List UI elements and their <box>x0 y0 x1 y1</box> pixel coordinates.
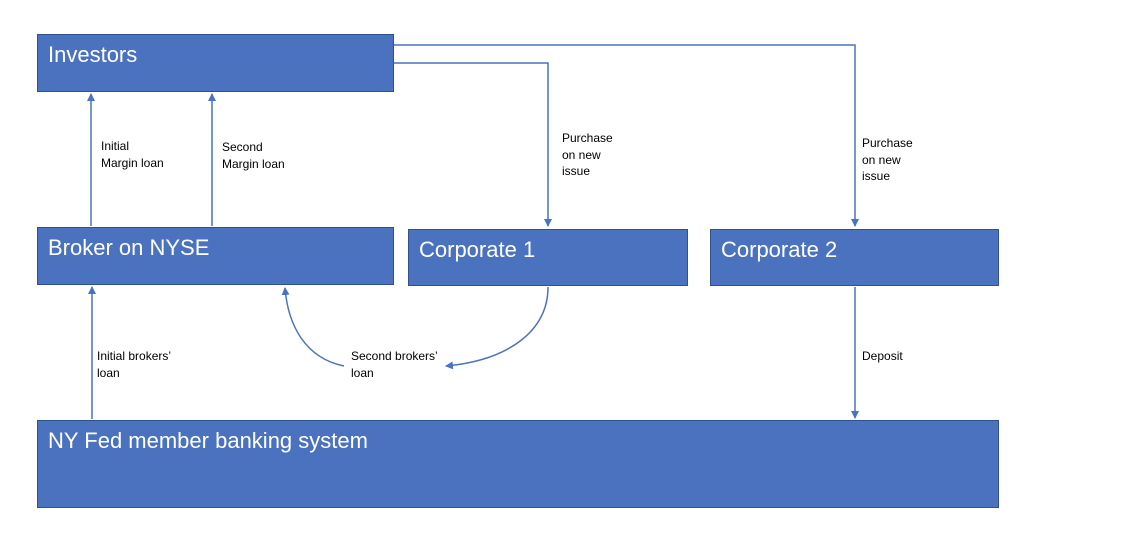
corporate-2-label: Corporate 2 <box>721 237 838 262</box>
arrow-corporate1-to-second-brokers-loan <box>445 286 549 370</box>
purchase-corporate-1-label: Purchase on new issue <box>562 131 613 178</box>
broker-node: Broker on NYSE <box>37 227 394 285</box>
nyfed-label: NY Fed member banking system <box>48 428 368 453</box>
purchase-corporate-2-label: Purchase on new issue <box>862 136 913 183</box>
second-brokers-loan-label: Second brokers’ loan <box>351 349 438 380</box>
initial-margin-loan-label: Initial Margin loan <box>101 139 164 170</box>
second-margin-loan-label: Second Margin loan <box>222 140 285 171</box>
arrow-purchase-corporate-2 <box>394 44 859 227</box>
arrow-second-brokers-loan-to-broker <box>281 287 345 367</box>
arrow-purchase-corporate-1 <box>394 62 552 227</box>
broker-label: Broker on NYSE <box>48 235 210 260</box>
corporate-2-node: Corporate 2 <box>710 229 999 286</box>
initial-brokers-loan-label: Initial brokers’ loan <box>97 349 172 380</box>
investors-label: Investors <box>48 42 138 67</box>
corporate-1-label: Corporate 1 <box>419 237 536 262</box>
deposit-label: Deposit <box>862 349 903 363</box>
nyfed-node: NY Fed member banking system <box>37 420 999 508</box>
corporate-1-node: Corporate 1 <box>408 229 688 286</box>
investors-node: Investors <box>37 34 394 92</box>
